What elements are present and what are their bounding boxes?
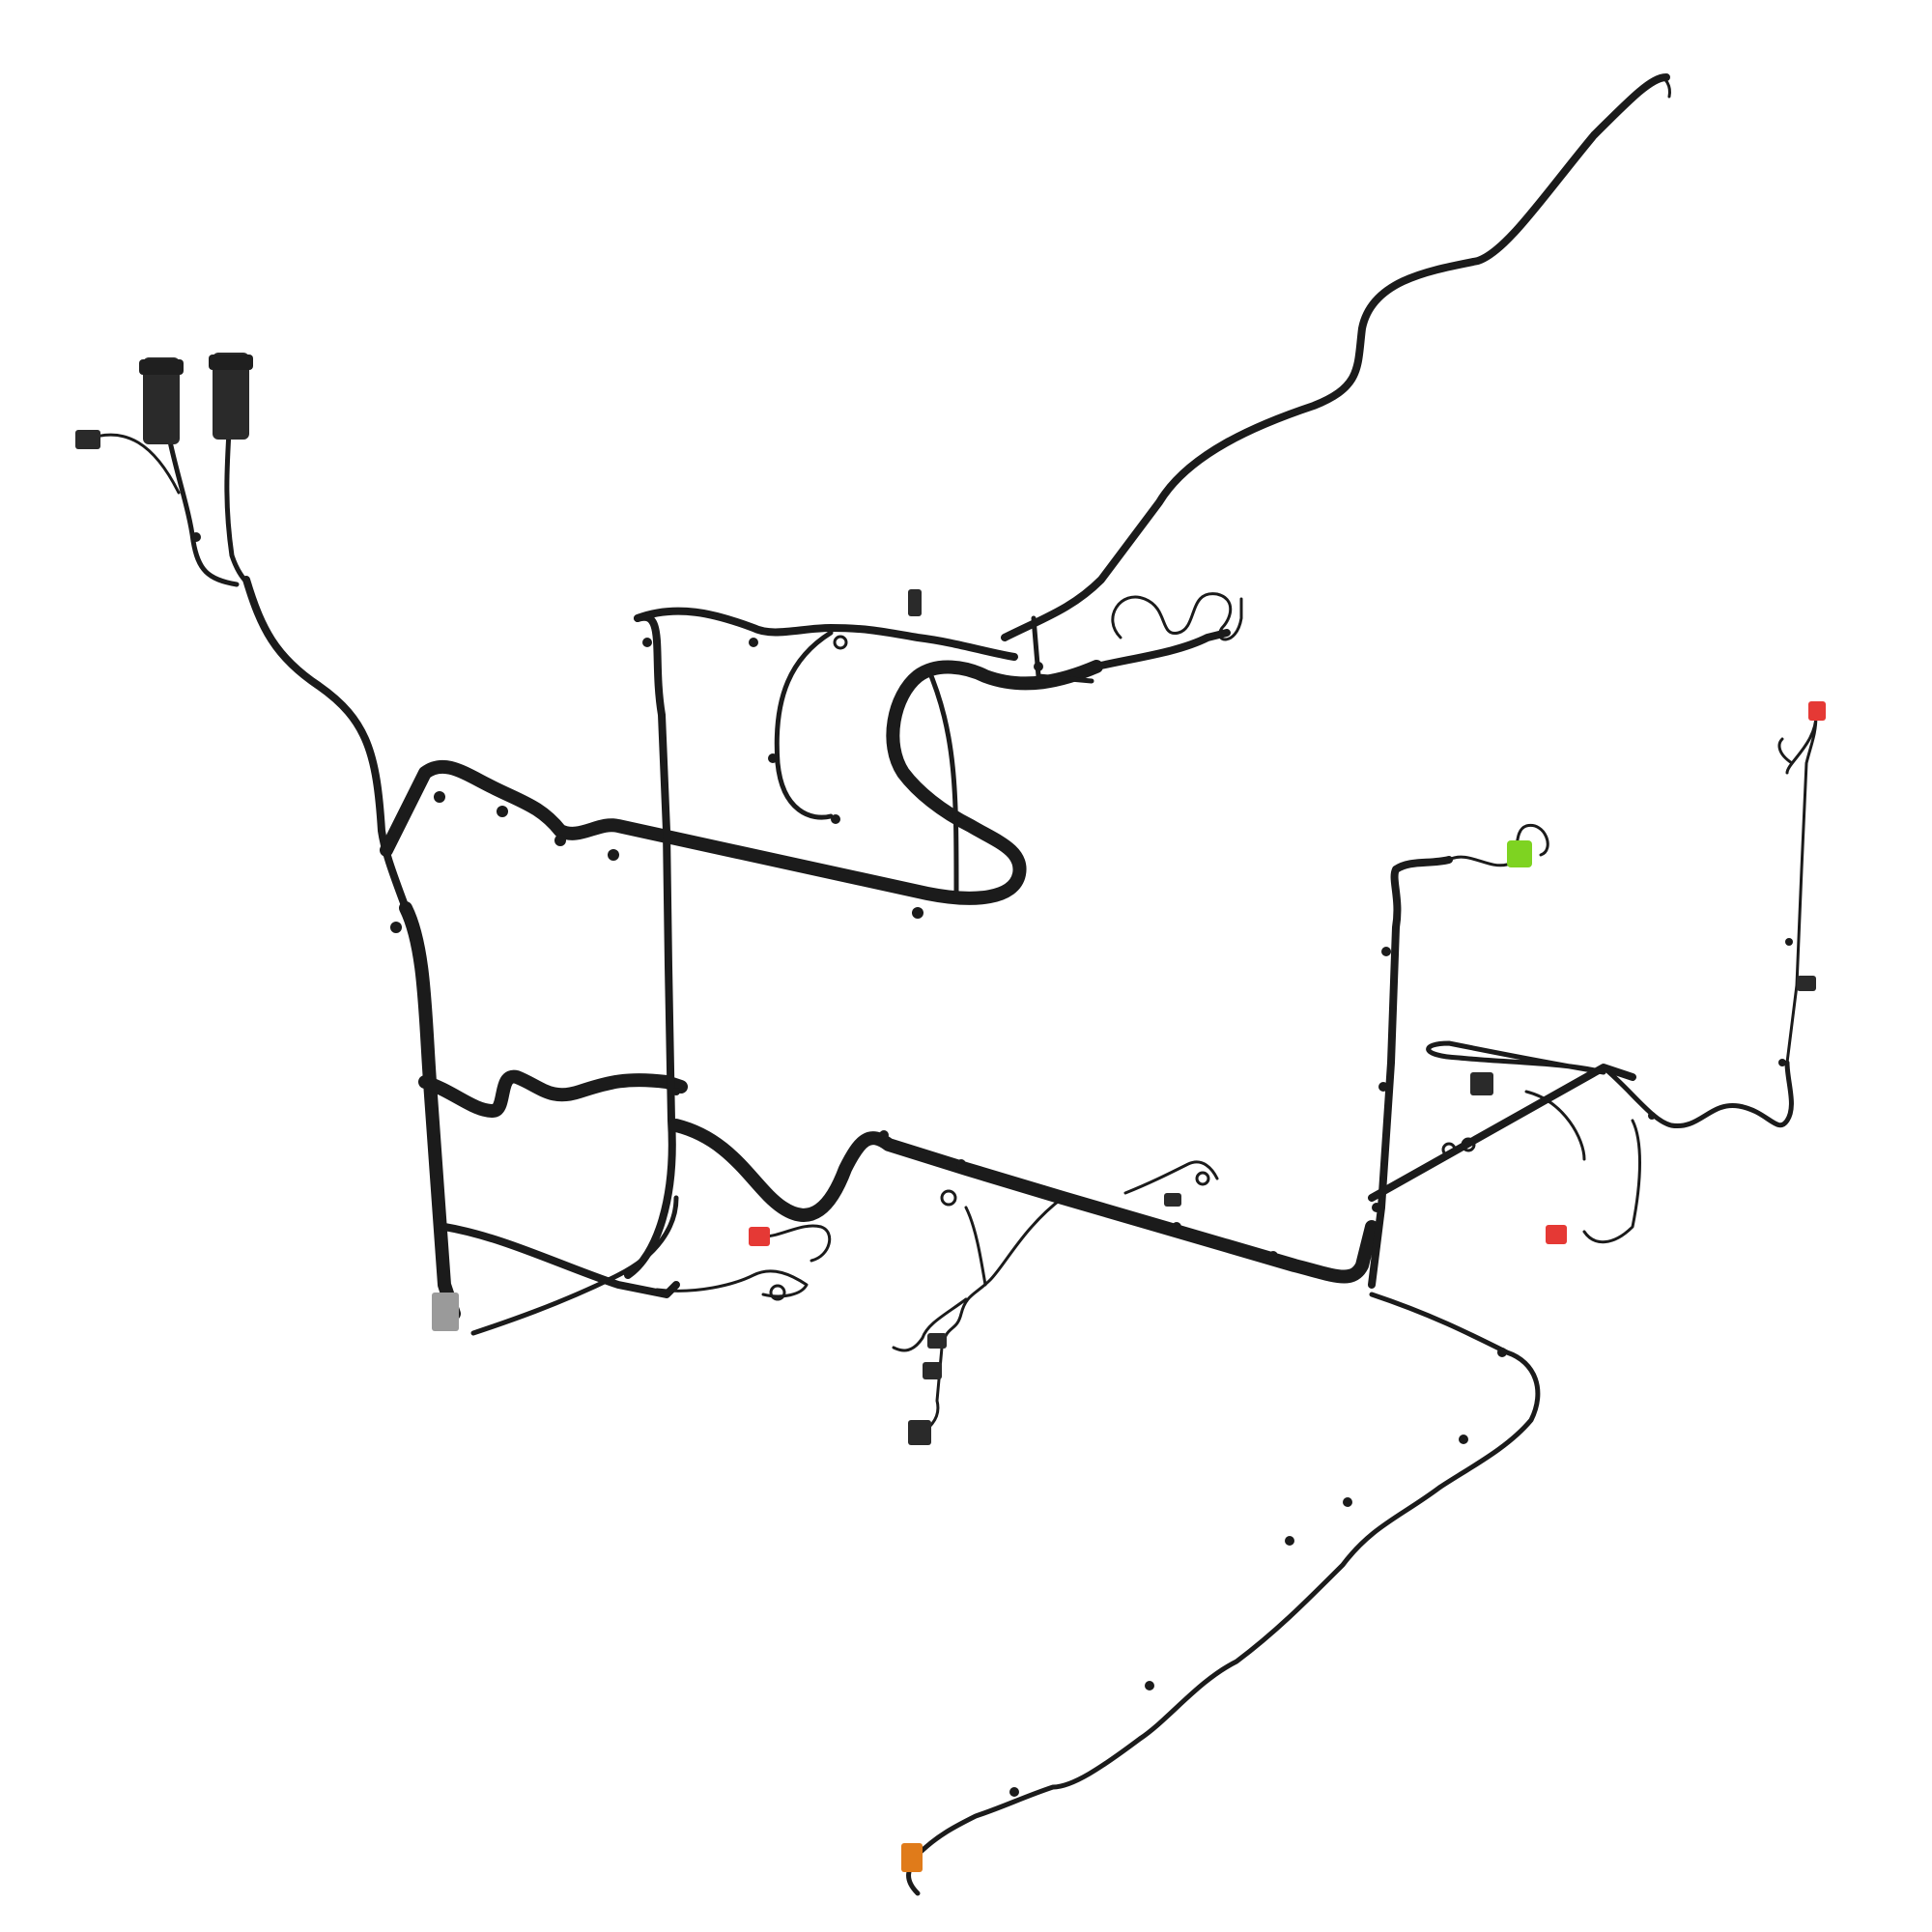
- clip: [749, 638, 758, 647]
- ring-terminal: [1461, 1137, 1476, 1152]
- wire-right-cross: [1368, 1064, 1636, 1202]
- wire-left-descender: [242, 576, 410, 912]
- ring-terminal: [1195, 1171, 1210, 1186]
- wire-tall-plug-right: [224, 412, 252, 587]
- wire-long-bottom: [906, 1292, 1541, 1896]
- clip: [956, 1159, 966, 1169]
- lower-center-plug-3: [927, 1333, 947, 1349]
- tall-plug-left: [139, 357, 184, 444]
- clip: [1378, 1082, 1388, 1092]
- wire-upper-small: [1123, 1160, 1219, 1195]
- wire-center-cluster-b: [892, 1297, 968, 1352]
- clip: [1778, 1059, 1786, 1066]
- trunk-left-vertical: [399, 901, 461, 1321]
- green-plug: [1507, 840, 1532, 867]
- wire-top-tip: [1655, 75, 1671, 99]
- wire-right-red: [1582, 1119, 1641, 1244]
- clip: [1009, 1787, 1019, 1797]
- wire-lower-left-loop: [440, 1223, 680, 1298]
- wire-lower-dangle: [655, 1269, 809, 1298]
- center-small-plug: [1164, 1193, 1181, 1207]
- clip: [1381, 947, 1391, 956]
- top-upright-plug: [908, 589, 922, 616]
- yellow-ring-terminal: [833, 635, 848, 650]
- clip: [554, 835, 566, 846]
- ring-terminal: [769, 1284, 786, 1301]
- wire-right-red-b: [1524, 1090, 1586, 1161]
- clip: [642, 638, 652, 647]
- far-right-plug: [1797, 976, 1816, 991]
- trunk-middle-wave: [418, 1069, 688, 1118]
- wire-center-ring: [964, 1206, 987, 1287]
- wire-right-loop-drop: [924, 664, 959, 896]
- clip: [497, 806, 508, 817]
- wire-top-arc: [634, 607, 1018, 661]
- ring-terminal: [1441, 1142, 1457, 1157]
- lower-center-plug: [908, 1420, 931, 1445]
- wire-top-tangle: [1111, 592, 1243, 641]
- clip: [1172, 1222, 1181, 1232]
- wire-green-branch: [1447, 824, 1549, 867]
- wire-top-small-loop: [774, 630, 834, 820]
- clip: [831, 814, 840, 824]
- wire-red-center-left: [761, 1224, 832, 1263]
- wire-inner-vertical: [624, 612, 676, 1279]
- clip: [191, 532, 201, 542]
- wire-top-loop-lower: [1031, 615, 1094, 684]
- clip: [1372, 1203, 1381, 1212]
- harness-clips: [191, 532, 1793, 1797]
- wire-right-side-loop: [1426, 1040, 1606, 1075]
- clip: [1497, 1348, 1507, 1357]
- wire-right-vertical-thin: [1785, 713, 1818, 1065]
- wire-right-vertical: [1368, 856, 1453, 1289]
- wire-lower-bottom: [470, 1195, 679, 1336]
- clip: [1343, 1497, 1352, 1507]
- wire-top-loop: [1093, 629, 1231, 670]
- clip: [1268, 1251, 1278, 1261]
- clip: [672, 1088, 680, 1095]
- clip: [1648, 1112, 1656, 1120]
- lower-center-plug-2: [923, 1362, 942, 1379]
- clip: [1785, 938, 1793, 946]
- tall-plug-right: [209, 353, 253, 440]
- clip: [879, 1130, 889, 1140]
- clip: [768, 753, 778, 763]
- gray-junction-block: [432, 1293, 459, 1331]
- trunk-lower-wave: [669, 1119, 1378, 1284]
- clip: [390, 922, 402, 933]
- clip: [1459, 1435, 1468, 1444]
- clip: [1034, 662, 1043, 671]
- ring-terminal: [940, 1189, 957, 1207]
- wire-center-cluster: [911, 1196, 1065, 1441]
- clip: [1285, 1536, 1294, 1546]
- red-plug-right: [1546, 1225, 1567, 1244]
- clip: [1038, 1185, 1048, 1195]
- orange-plug-bottom: [901, 1843, 923, 1872]
- small-plug-far-left: [75, 430, 100, 449]
- wire-right-wave: [1601, 1060, 1794, 1129]
- trunk-upper-cross: [380, 660, 1103, 905]
- right-dark-plug: [1470, 1072, 1493, 1095]
- clip: [434, 791, 445, 803]
- clip: [1145, 1681, 1154, 1690]
- clip: [608, 849, 619, 861]
- wire-long-diagonal: [1001, 73, 1670, 641]
- red-plug-top-right: [1808, 701, 1826, 721]
- wire-top-right-plugs: [1777, 713, 1818, 775]
- clip: [912, 907, 923, 919]
- red-plug-center-left: [749, 1227, 770, 1246]
